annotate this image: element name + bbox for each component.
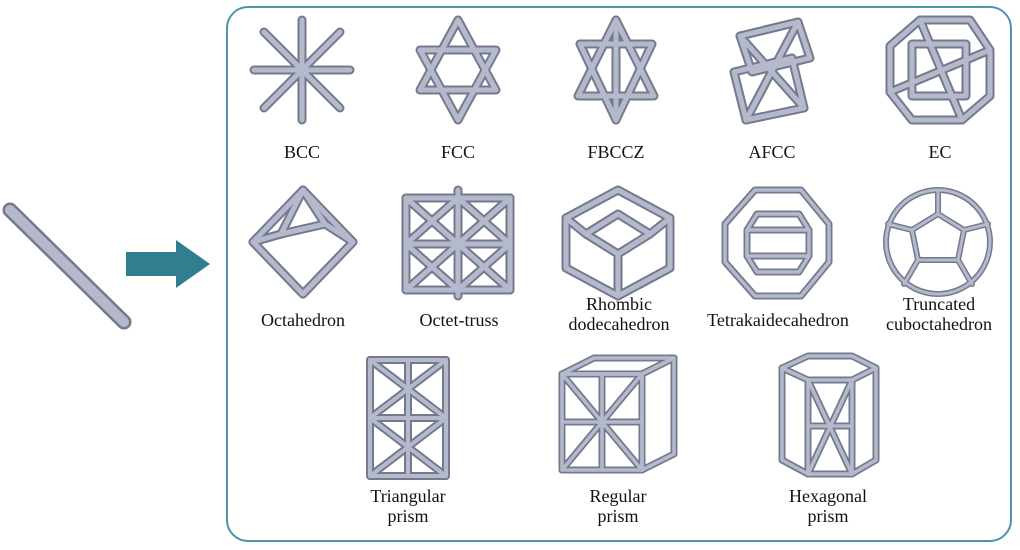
single-strut [2, 202, 132, 330]
unit-cell-truncated-cuboctahedron: Truncated cuboctahedron [864, 184, 1014, 344]
cell-label: Octahedron [261, 310, 345, 330]
cell-label: Tetrakaidecahedron [707, 310, 849, 330]
cell-label: EC [928, 142, 952, 162]
octahedron-lattice-icon [248, 185, 358, 299]
arrow-icon [126, 240, 210, 288]
unit-cell-octet-truss: Octet-truss [384, 184, 534, 344]
cell-label: Truncated cuboctahedron [886, 294, 992, 334]
cell-label: FBCCZ [587, 142, 645, 162]
tetrakaidecahedron-lattice-icon [721, 186, 833, 300]
cell-label: Rhombic dodecahedron [568, 294, 670, 334]
cell-label: Triangular prism [370, 486, 446, 526]
bcc-lattice-icon [249, 15, 355, 125]
truncated-cuboctahedron-lattice-icon [883, 187, 993, 297]
unit-cell-fbccz: FBCCZ [558, 12, 674, 172]
regular-prism-lattice-icon [558, 354, 678, 474]
afcc-lattice-icon [729, 17, 815, 125]
unit-cell-bcc: BCC [244, 12, 360, 172]
fbccz-lattice-icon [573, 15, 659, 125]
fcc-lattice-icon [415, 15, 501, 125]
unit-cell-afcc: AFCC [714, 12, 830, 172]
unit-cell-regular-prism: Regular prism [550, 350, 686, 540]
unit-cell-tetrakaidecahedron: Tetrakaidecahedron [698, 184, 858, 344]
unit-cell-octahedron: Octahedron [228, 184, 378, 344]
triangular-prism-lattice-icon [366, 356, 450, 480]
hexagonal-prism-lattice-icon [778, 352, 880, 478]
octet-truss-lattice-icon [401, 185, 515, 301]
unit-cell-panel: BCC FCC FBCCZ [226, 6, 1012, 542]
cell-label: Regular prism [589, 486, 647, 526]
cell-label: Hexagonal prism [789, 486, 867, 526]
unit-cell-fcc: FCC [400, 12, 516, 172]
unit-cell-ec: EC [882, 12, 998, 172]
cell-label: BCC [283, 142, 321, 162]
ec-lattice-icon [885, 15, 995, 125]
unit-cell-rhombic-dodecahedron: Rhombic dodecahedron [544, 184, 694, 344]
unit-cell-triangular-prism: Triangular prism [348, 350, 468, 540]
cell-label: Octet-truss [419, 310, 499, 330]
rhombic-dodecahedron-lattice-icon [561, 185, 675, 301]
unit-cell-hexagonal-prism: Hexagonal prism [768, 350, 888, 540]
cell-label: FCC [440, 142, 476, 162]
cell-label: AFCC [748, 142, 796, 162]
